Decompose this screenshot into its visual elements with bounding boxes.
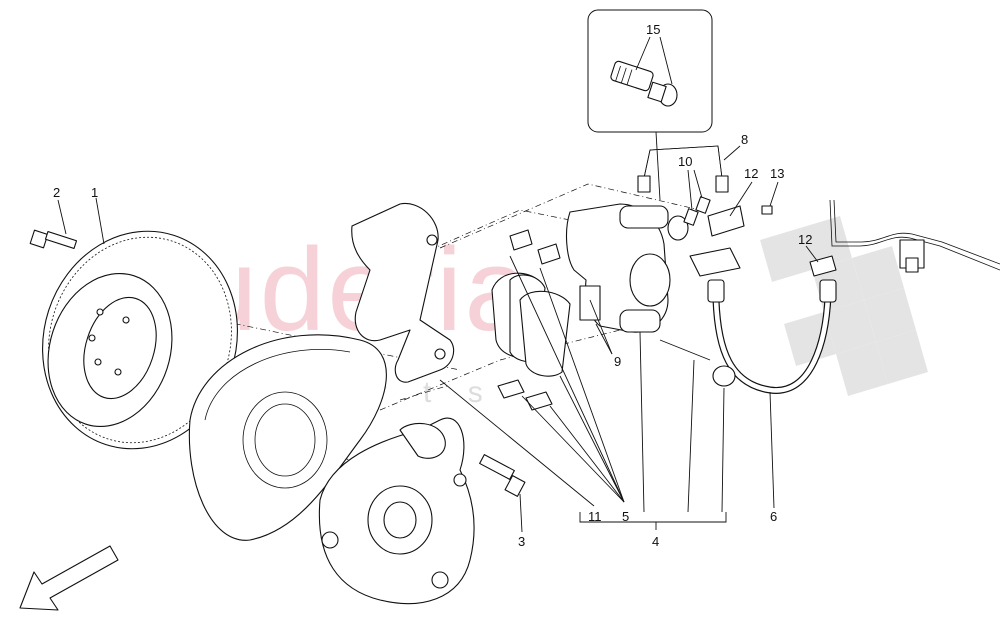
- bleed-fittings: [683, 196, 711, 226]
- watermark-checker-flag: [760, 216, 928, 396]
- guide-pin-icon: [610, 60, 678, 107]
- callout-10: 10: [678, 154, 692, 169]
- callout-4: 4: [652, 534, 659, 549]
- dust-shield: [188, 334, 387, 541]
- carrier-bolt: [479, 454, 526, 497]
- callout-3: 3: [518, 534, 525, 549]
- callout-12a: 12: [744, 166, 758, 181]
- callout-9: 9: [614, 354, 621, 369]
- disc-bolt: [29, 229, 78, 249]
- caliper-bracket: [351, 202, 455, 383]
- callout-5: 5: [622, 509, 629, 524]
- direction-arrow-icon: [19, 545, 119, 611]
- callout-2: 2: [53, 185, 60, 200]
- callout-6: 6: [770, 509, 777, 524]
- callout-1: 1: [91, 185, 98, 200]
- callout-12b: 12: [798, 232, 812, 247]
- callout-11: 11: [588, 509, 602, 524]
- callout-8: 8: [741, 132, 748, 147]
- pad-clips: [497, 229, 561, 411]
- callout-15: 15: [646, 22, 660, 37]
- leader-lines: [57, 145, 819, 533]
- callout-labels: 1 2 3 4 5 6 8 9 10 11 12 12 13 15: [53, 22, 812, 549]
- hub-carrier: [318, 417, 475, 605]
- brake-caliper: [565, 203, 711, 361]
- brake-pipe: [637, 145, 729, 193]
- inset-box-15: [587, 9, 713, 201]
- callout-13: 13: [770, 166, 784, 181]
- hose-brackets: [689, 205, 837, 277]
- background-pipe: [829, 199, 1000, 273]
- brake-hose: [707, 279, 837, 394]
